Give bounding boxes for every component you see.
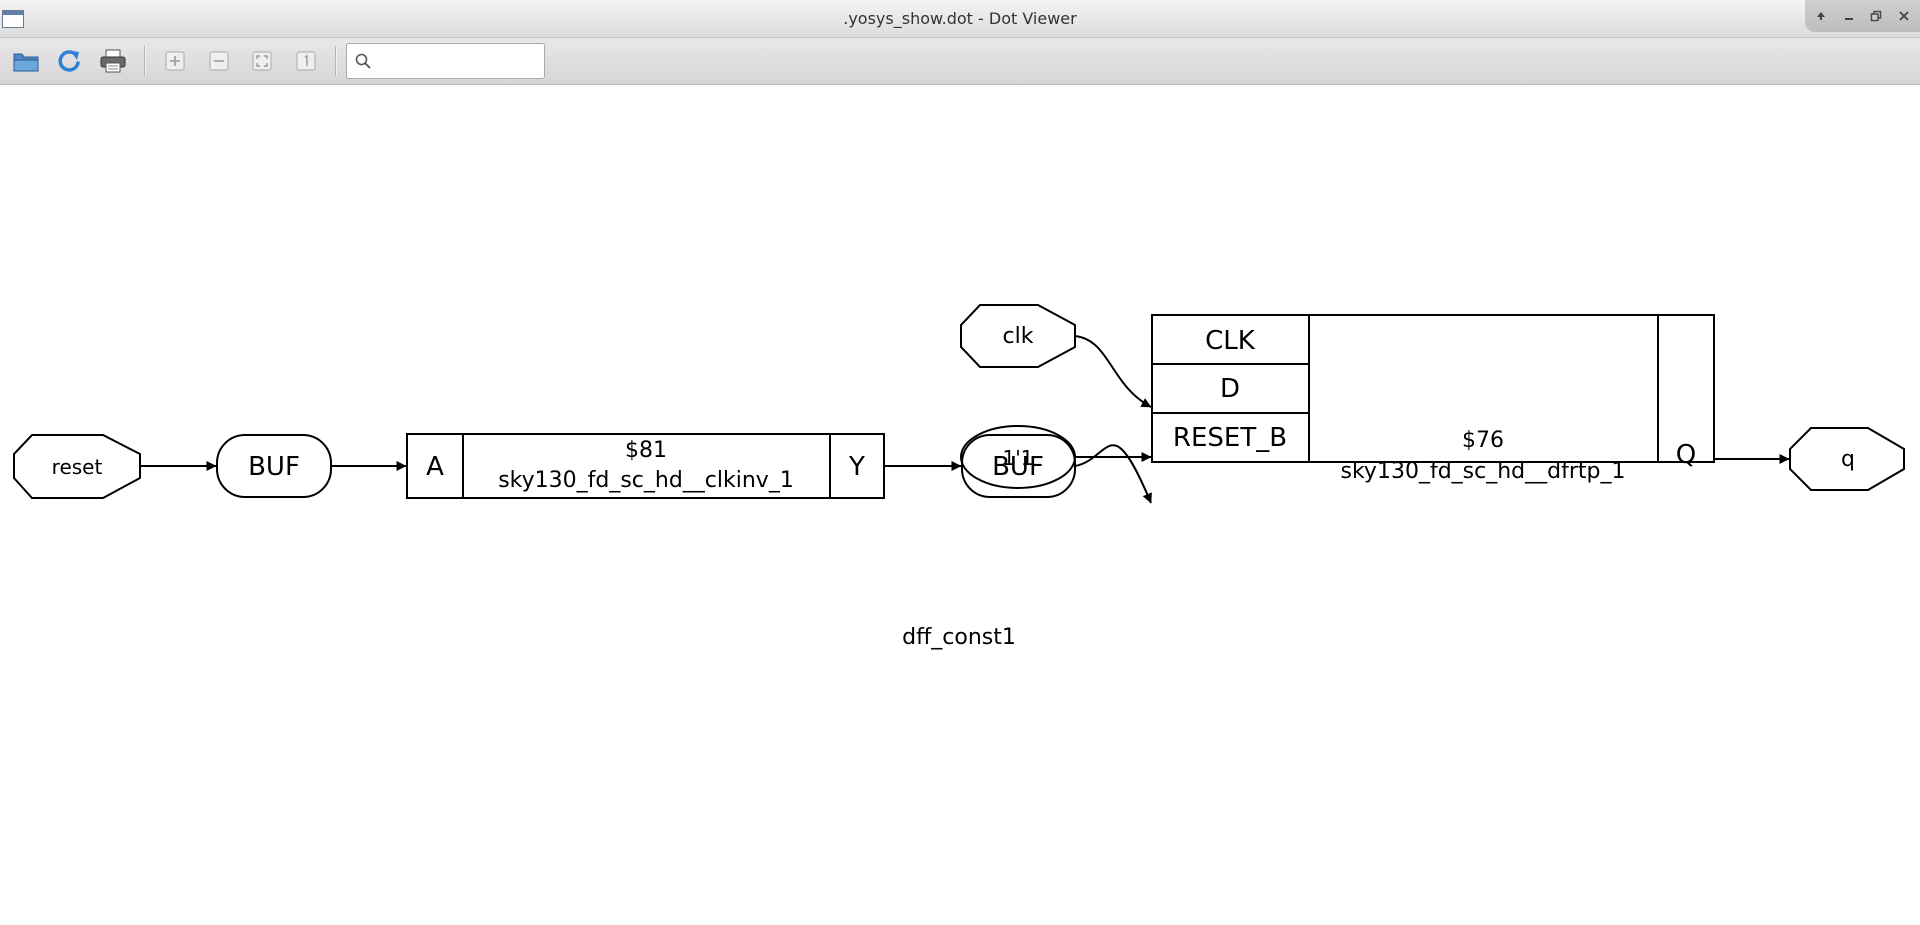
cell76-id: $76 [1462,428,1504,453]
toolbar-separator [144,46,146,76]
clk-label: clk [1003,324,1034,349]
cell76-port-reset: RESET_B [1173,423,1287,453]
reload-icon[interactable] [53,45,85,77]
cell-76[interactable] [1151,314,1715,463]
const-label: 1'1 [1003,446,1034,470]
search-input[interactable] [379,45,543,77]
zoom-100-icon[interactable] [290,45,322,77]
edge-label-dff-const1: dff_const1 [902,625,1016,650]
open-folder-icon[interactable] [10,45,42,77]
cell81-port-a: A [426,452,444,482]
minimize-icon[interactable] [1838,5,1860,27]
buf2-label: BUF [992,452,1044,482]
zoom-fit-icon[interactable] [246,45,278,77]
edge-buf2-reset [1074,444,1152,504]
reset-label: reset [52,455,103,479]
close-icon[interactable] [1893,5,1915,27]
app-icon [2,10,24,28]
q-label: q [1841,447,1855,472]
toolbar [0,38,1920,85]
cell76-port-d: D [1220,374,1240,404]
window-title: .yosys_show.dot - Dot Viewer [843,9,1077,28]
cell81-port-y: Y [848,452,865,482]
print-icon[interactable] [97,45,129,77]
cell81-id: $81 [625,438,667,463]
edge-clk-clk [1074,335,1152,408]
cell76-type: sky130_fd_sc_hd__dfrtp_1 [1341,459,1626,484]
clk-node[interactable] [960,304,1076,368]
restore-icon[interactable] [1865,5,1887,27]
search-icon [347,53,379,69]
reset-node[interactable] [13,434,141,499]
zoom-in-icon[interactable] [159,45,191,77]
cell76-port-q: Q [1676,440,1696,470]
keep-above-icon[interactable] [1810,5,1832,27]
title-bar: .yosys_show.dot - Dot Viewer [0,0,1920,38]
zoom-out-icon[interactable] [203,45,235,77]
buf1-label: BUF [248,452,300,482]
search-box[interactable] [346,43,545,79]
cell81-type: sky130_fd_sc_hd__clkinv_1 [498,468,794,493]
graph-canvas[interactable]: clk 1'1 reset q BUF BUF A $81 sky130_fd_… [0,85,1920,921]
toolbar-separator [335,46,337,76]
cell76-port-clk: CLK [1205,326,1256,356]
window-controls [1805,0,1920,32]
q-node[interactable] [1789,427,1905,491]
